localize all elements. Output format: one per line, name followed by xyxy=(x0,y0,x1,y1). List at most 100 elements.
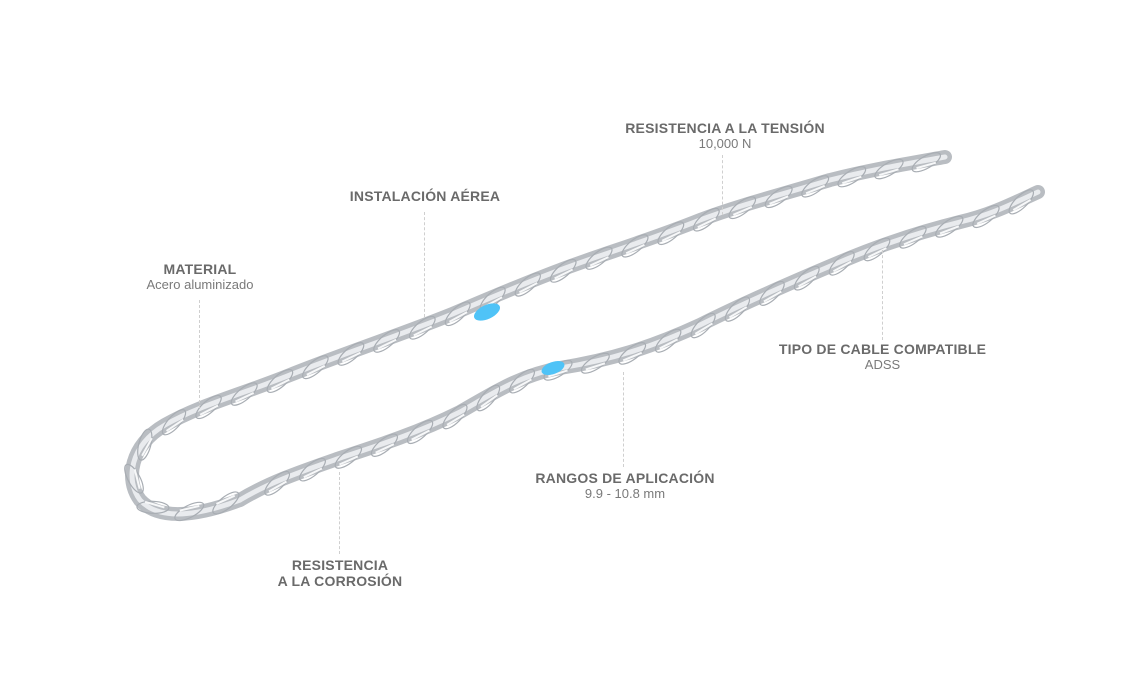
leader-cable xyxy=(882,250,883,340)
helix-twist xyxy=(657,221,685,246)
helix-highlight xyxy=(133,468,141,489)
helix-highlight xyxy=(867,247,887,258)
helix-highlight xyxy=(375,443,395,454)
helix-twist xyxy=(621,234,649,258)
helix-twist xyxy=(759,280,785,306)
helix-twist xyxy=(1008,189,1035,215)
helix-twists xyxy=(124,152,1035,522)
helix-highlight xyxy=(377,338,397,350)
helix-twist xyxy=(212,491,240,515)
helix-highlight xyxy=(413,325,433,337)
helix-highlight xyxy=(303,467,323,479)
upper-leg xyxy=(125,150,952,521)
helix-highlight xyxy=(235,392,255,403)
helix-highlight xyxy=(449,311,468,323)
helix-twist xyxy=(373,329,401,353)
callout-tension: RESISTENCIA A LA TENSIÓN 10,000 N xyxy=(600,120,850,152)
helix-highlight xyxy=(513,378,532,390)
helix-highlight xyxy=(976,214,996,225)
helix-twist xyxy=(298,457,326,482)
callout-title-line2: A LA CORROSIÓN xyxy=(277,573,403,589)
helix-twist xyxy=(408,315,436,340)
helix-twist xyxy=(935,215,964,238)
helix-highlight xyxy=(554,268,574,280)
leader-corrosion xyxy=(339,472,340,554)
helix-twist xyxy=(442,403,468,430)
helix-highlight xyxy=(625,243,645,255)
helix-twist xyxy=(837,166,867,188)
helix-highlight xyxy=(589,256,609,267)
leader-tension xyxy=(722,155,723,215)
helix-highlight xyxy=(916,161,937,170)
helix-twist xyxy=(690,312,716,339)
helix-twist xyxy=(370,433,398,457)
helix-twist xyxy=(972,204,1000,229)
helix-highlight xyxy=(179,504,200,512)
helix-twist xyxy=(334,445,363,469)
callout-title: RESISTENCIA A LA TENSIÓN xyxy=(625,120,825,136)
color-markers xyxy=(473,303,565,375)
helix-twist xyxy=(585,246,613,270)
color-marker-lower xyxy=(541,361,565,375)
helix-twist xyxy=(828,250,855,276)
helix-twist xyxy=(863,237,891,262)
helix-twist xyxy=(549,258,577,283)
helix-highlight xyxy=(215,494,236,505)
helix-highlight xyxy=(268,480,287,493)
helix-twist xyxy=(136,500,170,514)
helix-twist xyxy=(793,265,820,291)
callout-title: MATERIAL xyxy=(163,261,237,277)
helix-highlight xyxy=(1012,199,1032,211)
helix-highlight xyxy=(805,184,826,195)
helix-highlight xyxy=(939,225,960,235)
helix-highlight xyxy=(141,437,153,457)
helix-twist xyxy=(899,225,927,249)
helix-twist xyxy=(124,463,144,494)
helix-highlight xyxy=(306,364,326,376)
helix-highlight xyxy=(270,378,290,390)
helix-highlight xyxy=(659,338,679,350)
leader-range xyxy=(623,372,624,467)
helix-twist xyxy=(264,470,291,496)
helix-twist xyxy=(580,352,610,374)
helix-twist xyxy=(801,175,830,198)
helix-highlight xyxy=(622,351,643,362)
callout-range: RANGOS DE APLICACIÓN 9.9 - 10.8 mm xyxy=(510,470,740,502)
helix-twist xyxy=(195,394,222,420)
helix-highlight xyxy=(878,168,899,177)
helix-twist xyxy=(161,409,187,436)
helix-twist xyxy=(230,382,258,406)
helix-twist xyxy=(728,196,757,220)
callout-material: MATERIAL Acero aluminizado xyxy=(120,261,280,293)
callout-title: INSTALACIÓN AÉREA xyxy=(349,188,501,204)
helix-twist xyxy=(174,501,205,522)
helix-twist xyxy=(911,152,942,173)
helix-highlight xyxy=(548,369,568,378)
helix-twist xyxy=(266,368,294,393)
wire-strands xyxy=(125,150,1045,521)
callout-value: 10,000 N xyxy=(698,136,752,151)
callout-corrosion: RESISTENCIA A LA CORROSIÓN xyxy=(255,557,425,589)
helix-highlight xyxy=(697,217,717,229)
helix-highlight xyxy=(518,282,538,294)
callout-title-line1: RESISTENCIA xyxy=(291,557,389,573)
helix-highlight xyxy=(832,260,852,273)
callout-aerial: INSTALACIÓN AÉREA xyxy=(320,188,530,204)
callout-value: Acero aluminizado xyxy=(146,277,254,292)
helix-highlight xyxy=(199,404,219,416)
helix-highlight xyxy=(728,306,748,319)
helix-twist xyxy=(514,272,541,297)
helix-highlight xyxy=(732,206,753,216)
helix-twist xyxy=(618,342,647,365)
helix-highlight xyxy=(585,362,606,371)
callout-title: TIPO DE CABLE COMPATIBLE xyxy=(778,341,987,357)
helix-twist xyxy=(724,296,751,322)
helix-twist xyxy=(302,355,329,380)
helix-twist xyxy=(654,328,682,353)
helix-highlight xyxy=(144,500,165,509)
helix-highlight xyxy=(446,413,465,426)
helix-twist xyxy=(406,419,434,445)
helix-highlight xyxy=(165,418,184,432)
